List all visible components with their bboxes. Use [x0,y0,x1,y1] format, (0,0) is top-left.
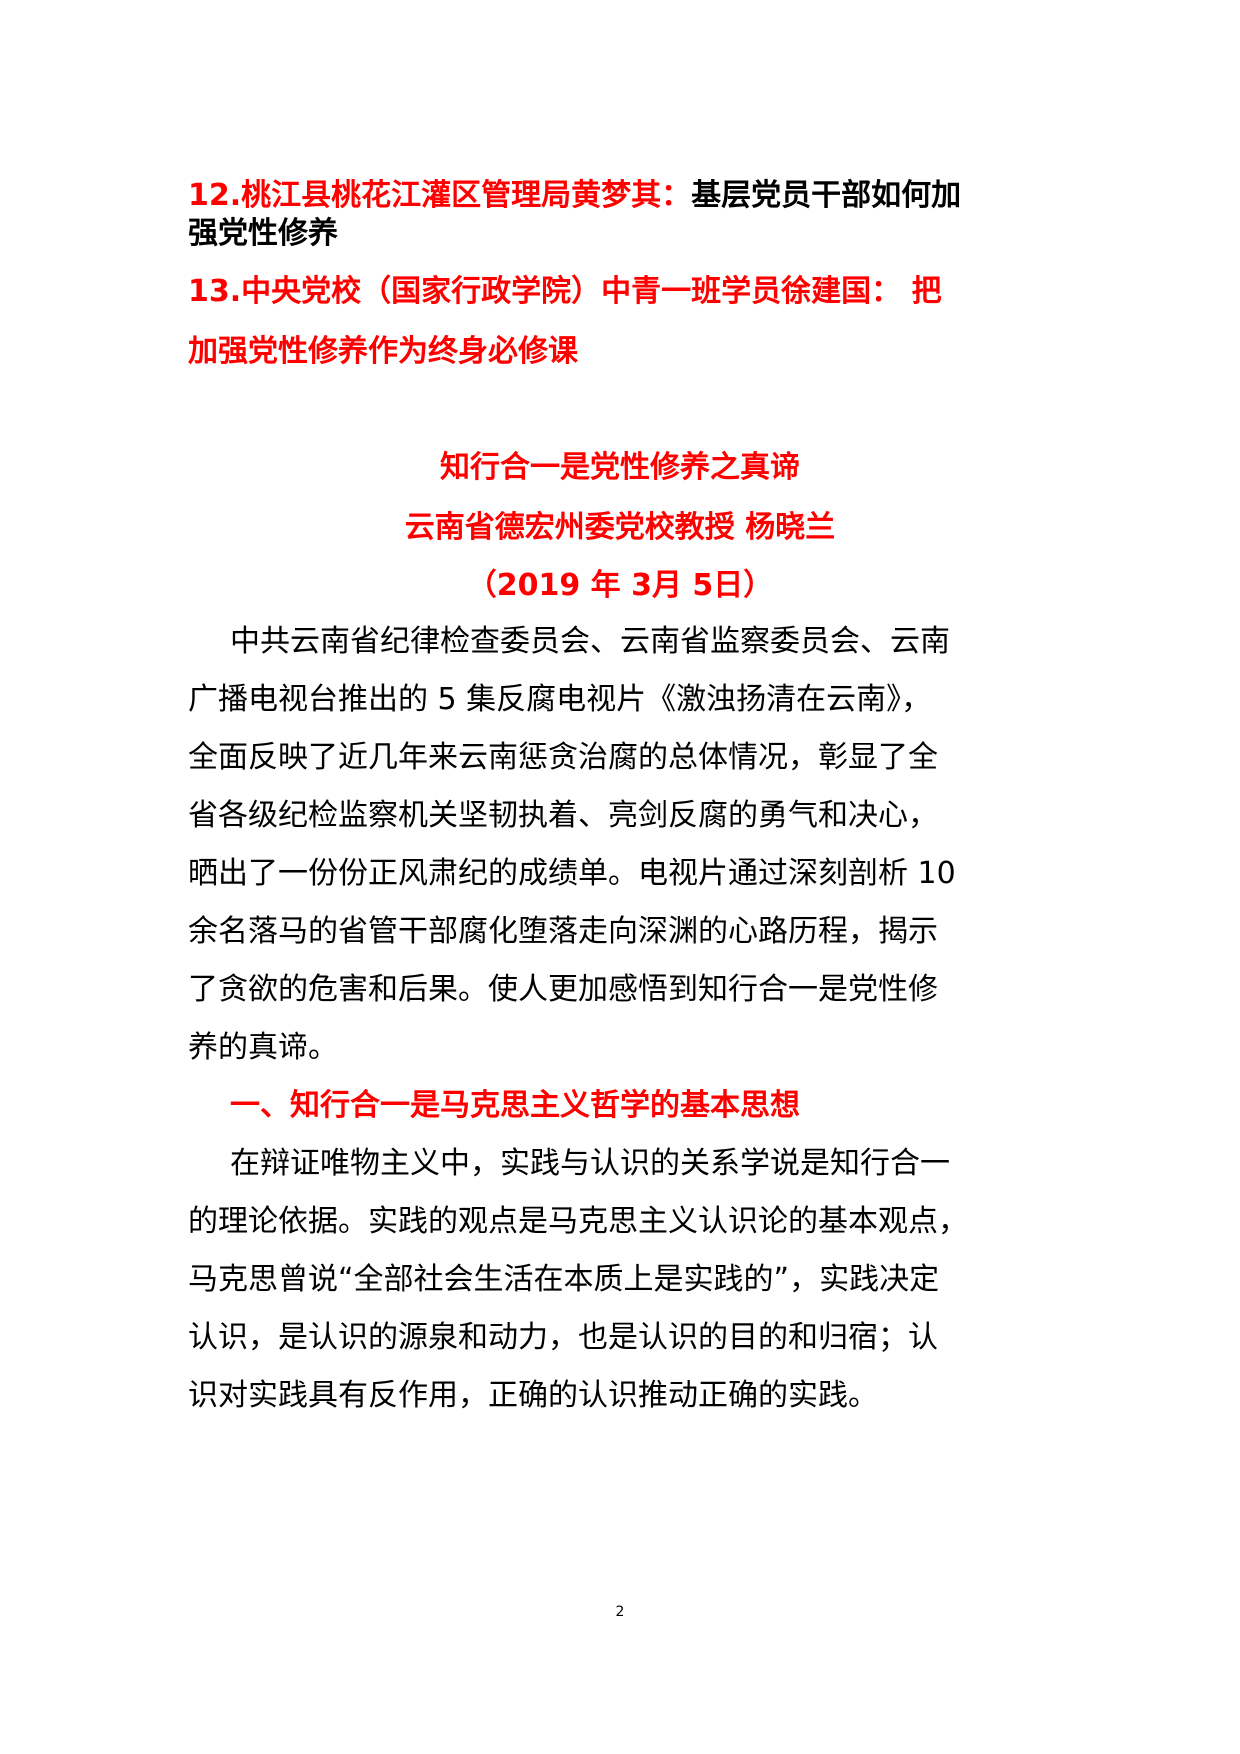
paragraph-line: 全面反映了近几年来云南惩贪治腐的总体情况，彰显了全 [188,740,938,775]
list-item-12-author: 12.桃江县桃花江灌区管理局黄梦其： [188,178,692,213]
paragraph-line: 马克思曾说“全部社会生活在本质上是实践的”，实践决定 [188,1262,940,1297]
article-date: （2019 年 3月 5日） [466,568,774,603]
paragraph-line: 的理论依据。实践的观点是马克思主义认识论的基本观点， [188,1204,968,1239]
list-item-13-cont: 加强党性修养作为终身必修课 [188,334,578,369]
paragraph-line: 在辩证唯物主义中，实践与认识的关系学说是知行合一 [230,1146,950,1181]
page-number: 2 [615,1604,625,1620]
paragraph-line: 晒出了一份份正风肃纪的成绩单。电视片通过深刻剖析 10 [188,856,956,891]
paragraph-line: 了贪欲的危害和后果。使人更加感悟到知行合一是党性修 [188,972,938,1007]
section-heading: 一、知行合一是马克思主义哲学的基本思想 [230,1088,800,1123]
list-item-12-title-cont: 强党性修养 [188,216,338,251]
paragraph-line: 认识，是认识的源泉和动力，也是认识的目的和归宿；认 [188,1320,938,1355]
paragraph-line: 中共云南省纪律检查委员会、云南省监察委员会、云南 [230,624,950,659]
list-item-12-title: 基层党员干部如何加 [691,178,962,213]
paragraph-line: 广播电视台推出的 5 集反腐电视片《激浊扬清在云南》， [188,682,932,717]
article-author: 云南省德宏州委党校教授 杨晓兰 [404,510,836,545]
list-item-12: 12.桃江县桃花江灌区管理局黄梦其：基层党员干部如何加 [188,176,961,216]
paragraph-line: 省各级纪检监察机关坚韧执着、亮剑反腐的勇气和决心， [188,798,938,833]
list-item-13: 13.中央党校（国家行政学院）中青一班学员徐建国： 把 [188,274,942,309]
paragraph-line: 养的真谛。 [188,1030,338,1065]
paragraph-line: 识对实践具有反作用，正确的认识推动正确的实践。 [188,1378,878,1413]
paragraph-line: 余名落马的省管干部腐化堕落走向深渊的心路历程，揭示 [188,914,938,949]
article-title: 知行合一是党性修养之真谛 [440,450,800,485]
